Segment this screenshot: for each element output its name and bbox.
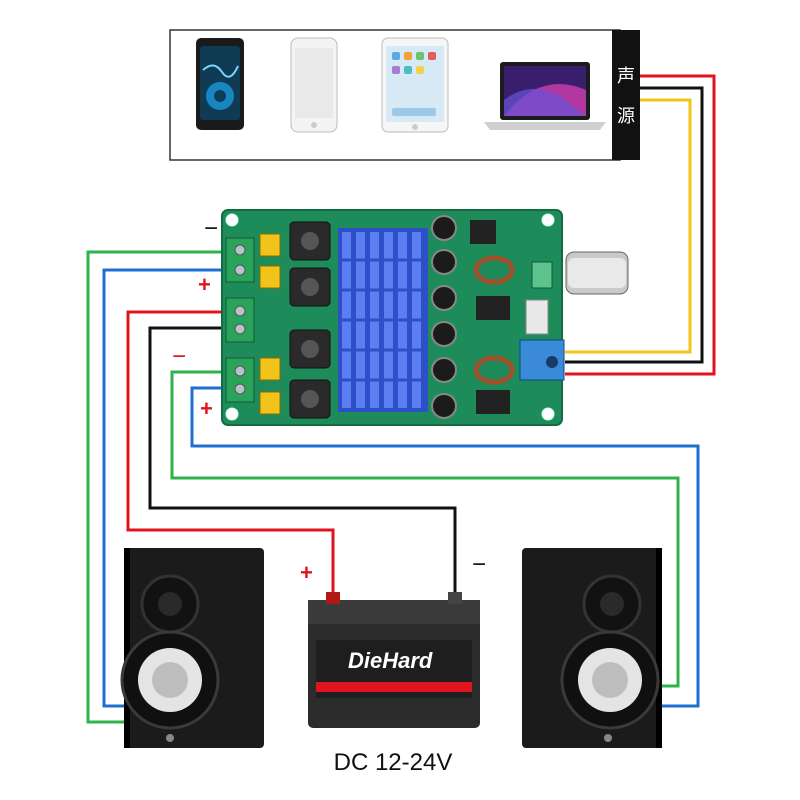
top-channel-plus-label: + [198, 272, 211, 297]
battery-brand: DieHard [348, 648, 433, 673]
left-speaker-wire-blue [102, 268, 228, 708]
terminal-block-speaker-bottom [225, 357, 255, 403]
top-channel-minus-label: − [204, 215, 218, 242]
power-caption: DC 12-24V [334, 749, 453, 776]
wires [86, 74, 716, 724]
battery-icon: DieHard [308, 592, 480, 728]
source-panel: 声 源 [169, 29, 640, 161]
terminal-block-speaker-top [225, 237, 255, 283]
right-speaker-wire-green [170, 370, 680, 688]
speaker-left-icon [120, 548, 264, 748]
right-speaker-wire-blue [190, 386, 700, 708]
capacitors [431, 215, 457, 419]
amplifier-board-icon [221, 209, 629, 426]
signal-wire-yellow [565, 98, 692, 354]
source-label-top: 声 [617, 66, 635, 87]
smartphone-icon [290, 37, 338, 133]
bottom-channel-minus-label: − [172, 343, 186, 370]
power-wire-black [148, 326, 457, 594]
source-label-bottom: 源 [617, 106, 635, 127]
volume-knob [565, 251, 629, 295]
battery-plus-label: + [300, 560, 313, 585]
speaker-right-icon [522, 548, 662, 748]
mp3-player-icon [196, 38, 244, 130]
laptop-icon [484, 62, 606, 130]
audio-input-jack [519, 339, 565, 381]
battery-minus-label: − [472, 551, 486, 578]
bottom-channel-plus-label: + [200, 396, 213, 421]
terminal-block-power [225, 297, 255, 343]
signal-wire-red [565, 74, 716, 376]
heatsink [338, 228, 428, 412]
power-wire-red [126, 310, 335, 594]
left-speaker-wire-green [86, 250, 228, 724]
signal-wire-black [565, 86, 704, 364]
tablet-icon [381, 37, 449, 133]
